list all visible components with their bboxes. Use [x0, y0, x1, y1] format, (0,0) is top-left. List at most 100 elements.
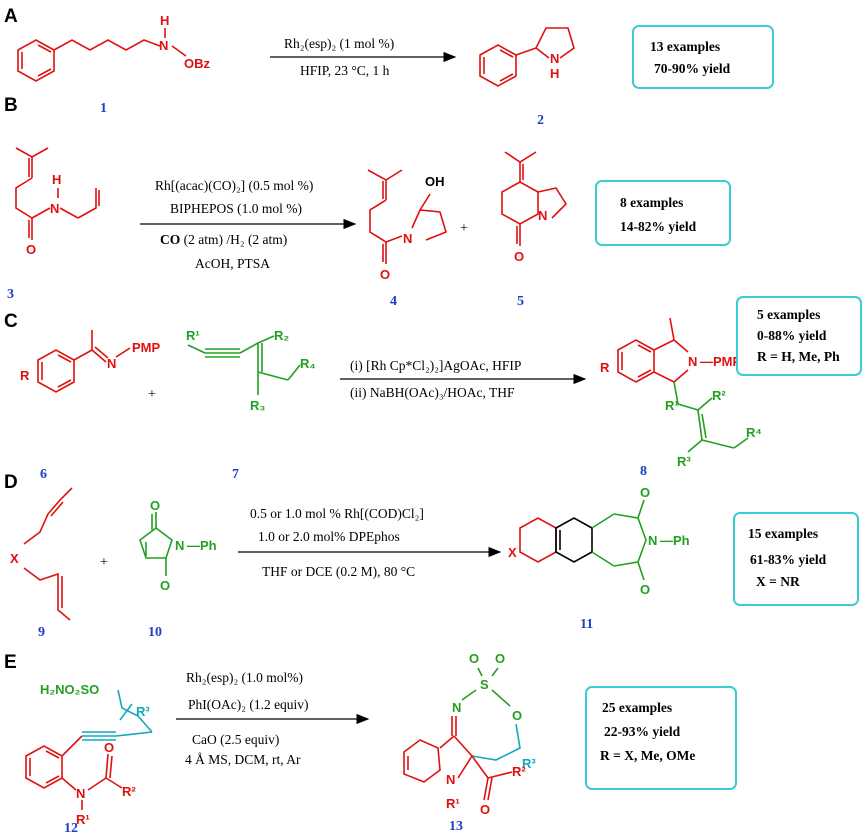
product-5-structure: N O — [501, 151, 568, 264]
section-b: B H N O 3 Rh[(acac)(CO)₂] (0.5 mol %) BI… — [4, 95, 731, 309]
product-11-structure: X O O N —Ph — [508, 485, 690, 597]
atom-e13-s: S — [480, 677, 489, 692]
compound-number-1: 1 — [100, 101, 107, 116]
box-a-examples: 13 examples — [650, 39, 720, 54]
atom-b4-o: O — [380, 267, 390, 282]
yield-box-c — [736, 296, 862, 376]
compound-number-12: 12 — [64, 821, 78, 834]
compound-number-8: 8 — [640, 464, 647, 479]
atom-e12-r2: R² — [122, 784, 136, 799]
condition-b-gas: (2 atm) /H₂ (2 atm) — [180, 232, 287, 247]
compound-number-2: 2 — [537, 113, 544, 128]
condition-b-2: BIPHEPOS (1.0 mol %) — [170, 201, 302, 216]
box-a-yield: 70-90% yield — [654, 61, 731, 76]
product-13-structure: O O S N O R³ N R¹ O R² — [403, 651, 536, 817]
atom-d10-o1: O — [150, 498, 160, 513]
atom-d11-x: X — [508, 545, 517, 560]
compound-number-7: 7 — [232, 467, 239, 482]
atom-b4-oh: OH — [425, 174, 445, 189]
atom-c7-r1: R¹ — [186, 328, 200, 343]
plus-b: + — [460, 221, 468, 236]
compound-number-3: 3 — [7, 287, 14, 302]
box-b-examples: 8 examples — [620, 195, 683, 210]
atom-b5-n: N — [538, 208, 547, 223]
atom-e13-o4: O — [480, 802, 490, 817]
box-c-yield: 0-88% yield — [757, 328, 827, 343]
atom-e13-r2: R² — [512, 764, 526, 779]
box-e-examples: 25 examples — [602, 700, 672, 715]
atom-b-o: O — [26, 242, 36, 257]
atom-c8-pmp: —PMP — [700, 354, 742, 369]
atom-c8-r4: R⁴ — [746, 425, 762, 440]
atom-e13-o1: O — [469, 651, 479, 666]
section-a: A H N OBz 1 Rh₂(esp)₂ (1 mol %) HFIP, 23… — [4, 6, 774, 128]
compound-number-4: 4 — [390, 294, 397, 309]
compound-number-13: 13 — [449, 819, 463, 834]
atom-obz: OBz — [184, 56, 211, 71]
atom-e13-o2: O — [495, 651, 505, 666]
condition-d-3: THF or DCE (0.2 M), 80 °C — [262, 564, 415, 579]
compound-number-6: 6 — [40, 467, 47, 482]
atom-c8-n: N — [688, 354, 697, 369]
atom-b-n: N — [50, 201, 59, 216]
atom-c8-r1: R¹ — [665, 398, 679, 413]
compound-number-9: 9 — [38, 625, 45, 640]
atom-d11-o2: O — [640, 582, 650, 597]
plus-c: + — [148, 387, 156, 402]
condition-e-2: PhI(OAc)₂ (1.2 equiv) — [188, 697, 309, 712]
condition-b-1: Rh[(acac)(CO)₂] (0.5 mol %) — [155, 178, 313, 193]
condition-a-bottom: HFIP, 23 °C, 1 h — [300, 63, 390, 78]
atom-c8-r3: R³ — [677, 454, 691, 469]
condition-e-1: Rh₂(esp)₂ (1.0 mol%) — [186, 670, 303, 685]
atom-c6-pmp: PMP — [132, 340, 161, 355]
atom-d11-ph: —Ph — [660, 533, 690, 548]
yield-box-d — [733, 512, 859, 606]
atom-c7-r4: R₄ — [300, 356, 316, 371]
box-d-scope: X = NR — [756, 574, 800, 589]
plus-d: + — [100, 555, 108, 570]
atom-prod-n: N — [550, 51, 559, 66]
atom-e12-o: O — [104, 740, 114, 755]
product-8-structure: R N —PMP R¹ R² R³ R⁴ — [600, 317, 762, 469]
section-label-a: A — [4, 6, 18, 27]
atom-b-h: H — [52, 172, 61, 187]
box-d-examples: 15 examples — [748, 526, 818, 541]
atom-c6-r: R — [20, 368, 30, 383]
yield-box-b — [595, 180, 731, 246]
condition-e-3: CaO (2.5 equiv) — [192, 732, 279, 747]
atom-d11-o1: O — [640, 485, 650, 500]
atom-e13-r3: R³ — [522, 756, 536, 771]
box-d-yield: 61-83% yield — [750, 552, 827, 567]
reactant-1-structure: H N OBz — [17, 13, 211, 82]
section-e: E H₂NO₂SO R³ N R¹ O R² 12 R — [4, 651, 737, 834]
yield-box-a — [632, 25, 774, 89]
section-d: D X 9 + O O N —Ph 10 0.5 or 1.0 mol % Rh… — [4, 472, 859, 640]
atom-e13-n2: N — [446, 772, 455, 787]
atom-e12-r1: R¹ — [76, 812, 90, 827]
atom-b4-n: N — [403, 231, 412, 246]
atom-b5-o: O — [514, 249, 524, 264]
reactant-3-structure: H N O — [15, 147, 100, 257]
atom-e12-r3: R³ — [136, 704, 150, 719]
yield-box-e — [585, 686, 737, 790]
section-label-b: B — [4, 95, 18, 116]
compound-number-5: 5 — [517, 294, 524, 309]
section-label-c: C — [4, 311, 18, 332]
atom-d10-n: N — [175, 538, 184, 553]
box-c-examples: 5 examples — [757, 307, 820, 322]
section-label-d: D — [4, 472, 18, 493]
reactant-12-structure: H₂NO₂SO R³ N R¹ O R² — [25, 682, 153, 827]
atom-e13-n: N — [452, 700, 461, 715]
condition-c-2: (ii) NaBH(OAc)₃/HOAc, THF — [350, 385, 515, 400]
condition-d-1: 0.5 or 1.0 mol % Rh[(COD)Cl₂] — [250, 506, 424, 521]
reactant-10-structure: O O N —Ph — [139, 498, 217, 593]
atom-prod-h: H — [550, 66, 559, 81]
condition-b-3: CO (2 atm) /H₂ (2 atm) — [160, 232, 287, 247]
atom-d10-ph: —Ph — [187, 538, 217, 553]
section-c: C R N PMP 6 + — [4, 296, 862, 482]
atom-c7-r3: R₃ — [250, 398, 265, 413]
condition-c-1: (i) [Rh Cp*Cl₂)₂]AgOAc, HFIP — [350, 358, 521, 373]
product-2-structure: N H — [479, 27, 575, 87]
condition-a-top: Rh₂(esp)₂ (1 mol %) — [284, 36, 394, 51]
